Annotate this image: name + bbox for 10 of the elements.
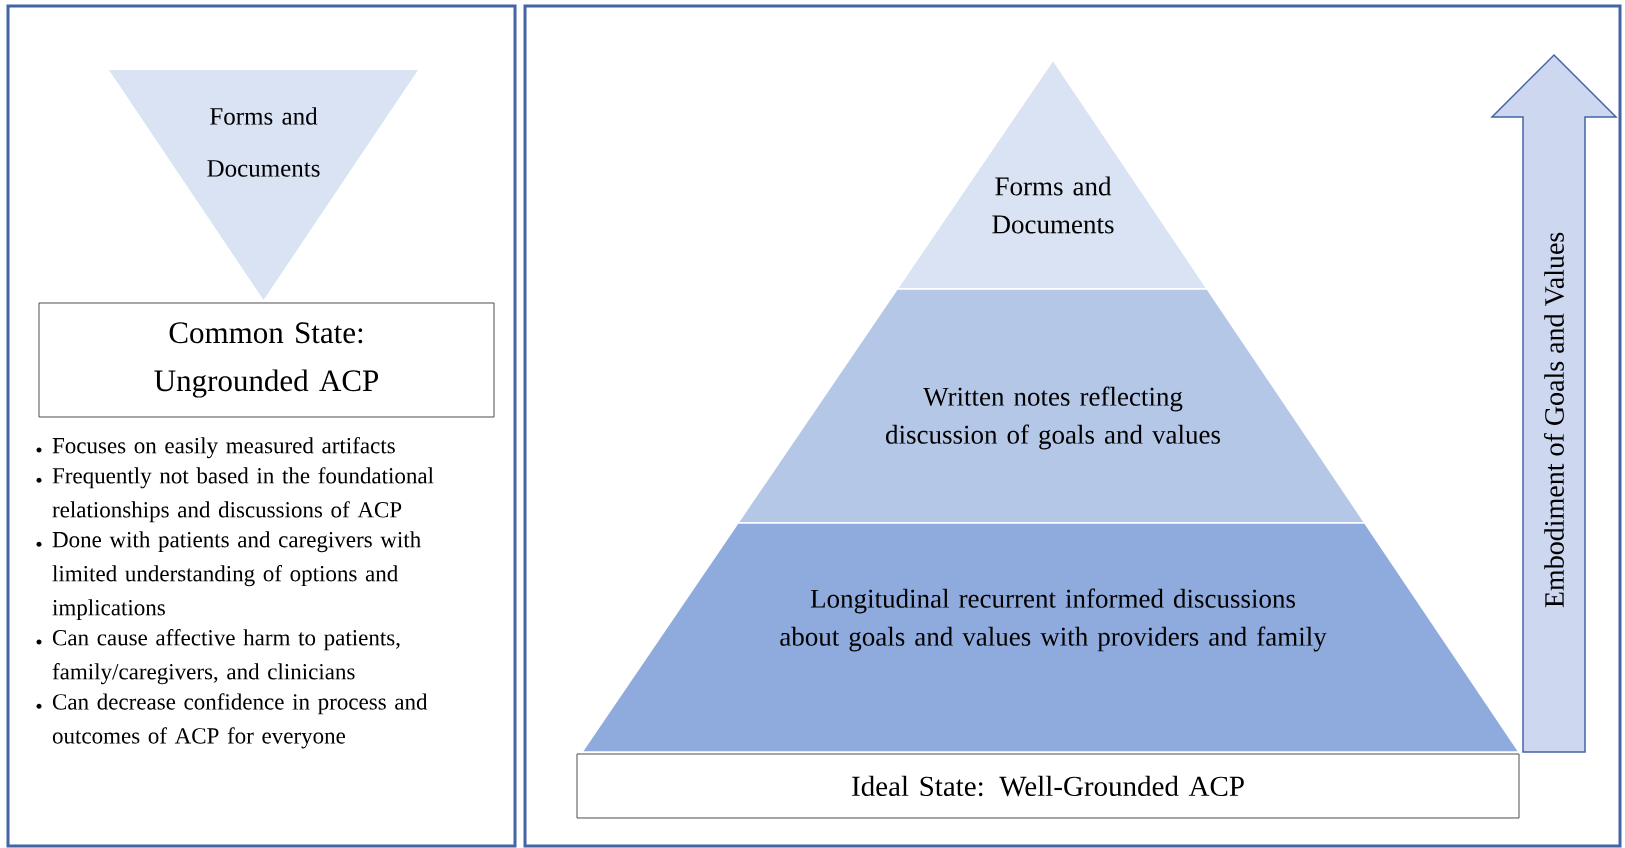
bullet-item: Focuses on easily measured artifacts [36, 437, 395, 459]
bullet-item: Frequently not based in the foundational relationships and discussions of ACP [36, 467, 434, 523]
bullet-item: Can decrease confidence in process and outcomes of ACP for everyone [36, 693, 428, 749]
bullet-item: Done with patients and caregivers with limited understanding of options and implications [36, 531, 421, 621]
inverted-triangle: Forms and Documents [109, 70, 418, 300]
panel-frame [523, 4, 1622, 848]
panel-frame [6, 4, 517, 848]
state-box: Ideal State: Well-Grounded ACP [576, 753, 1520, 819]
bullet-item: Can cause affective harm to patients, family/caregivers, and clinicians [36, 629, 400, 685]
state-box: Common State: Ungrounded ACP [38, 302, 495, 418]
